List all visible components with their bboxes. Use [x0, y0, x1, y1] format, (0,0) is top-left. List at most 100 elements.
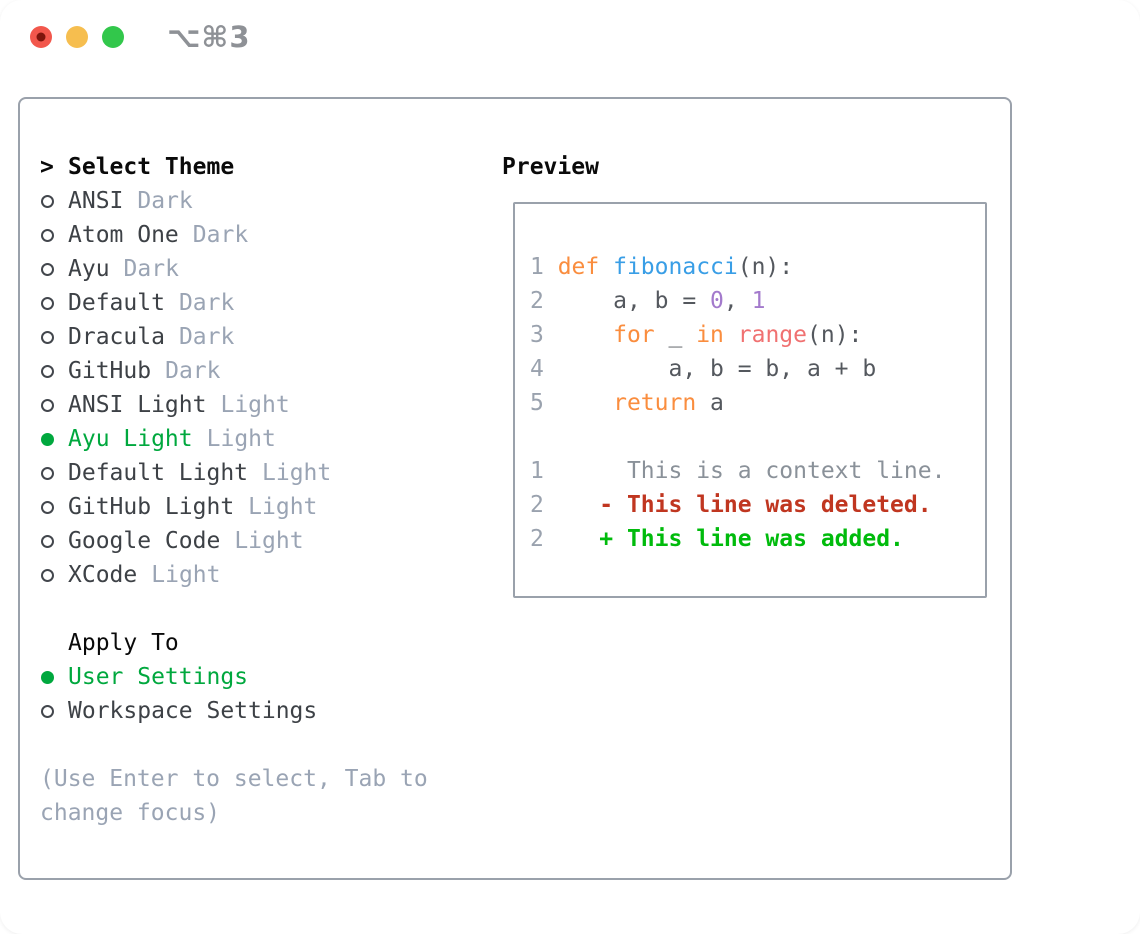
theme-name: Atom One: [68, 222, 179, 248]
theme-name: Default Light: [68, 460, 249, 486]
theme-option-ayu[interactable]: Ayu Dark: [40, 252, 428, 286]
radio-icon: [41, 364, 54, 378]
radio-icon: [41, 704, 54, 718]
close-button[interactable]: [30, 26, 52, 48]
recording-dot-icon: [36, 32, 46, 42]
theme-variant: Dark: [165, 358, 221, 384]
apply-option-workspace-settings[interactable]: Workspace Settings: [40, 694, 428, 728]
code-token: (n):: [737, 254, 794, 280]
code-token: 1: [751, 288, 766, 314]
minimize-button[interactable]: [66, 26, 88, 48]
radio-icon: [41, 228, 54, 242]
radio-icon: [41, 262, 54, 276]
theme-name: ANSI Light: [68, 392, 207, 418]
code-token: [599, 254, 613, 280]
theme-option-atom-one[interactable]: Atom One Dark: [40, 218, 428, 252]
code-token: [724, 322, 738, 348]
theme-variant: Light: [220, 392, 290, 418]
theme-name: GitHub: [68, 358, 152, 384]
traffic-lights: [30, 26, 124, 48]
line-number: 2: [530, 288, 558, 314]
line-number: 2: [530, 492, 600, 518]
code-token: (n):: [807, 322, 863, 348]
hint-line: (Use Enter to select, Tab to: [40, 766, 428, 792]
apply-option-user-settings[interactable]: User Settings: [40, 660, 428, 694]
diff-line-added: 2 + This line was added.: [530, 522, 985, 556]
code-token: fibonacci: [613, 254, 738, 280]
spacer-row: [40, 592, 428, 626]
radio-icon: [41, 330, 54, 344]
code-line: 4 a, b = b, a + b: [530, 352, 985, 386]
line-number: 5: [530, 390, 558, 416]
theme-variant: Dark: [192, 222, 249, 248]
theme-variant: Dark: [178, 290, 235, 316]
diff-text: This line was added.: [626, 526, 904, 552]
code-token: return: [613, 390, 697, 416]
theme-variant: Dark: [137, 188, 193, 214]
preview-title: Preview: [502, 154, 599, 180]
diff-marker: -: [599, 492, 627, 518]
cursor-icon: >: [40, 154, 54, 180]
code-token: a, b = b, a + b: [557, 356, 877, 382]
line-number: 1: [530, 254, 558, 280]
theme-option-default-light[interactable]: Default Light Light: [40, 456, 428, 490]
radio-icon: [41, 398, 54, 412]
zoom-button[interactable]: [102, 26, 124, 48]
spacer-row: [40, 728, 428, 762]
code-token: a: [696, 390, 724, 416]
radio-icon: [41, 194, 54, 208]
theme-option-github[interactable]: GitHub Dark: [40, 354, 428, 388]
apply-to-header: Apply To: [40, 626, 428, 660]
diff-line-deleted: 2 - This line was deleted.: [530, 488, 985, 522]
theme-option-xcode[interactable]: XCode Light: [40, 558, 428, 592]
apply-option-label: User Settings: [68, 664, 249, 690]
code-line: 2 a, b = 0, 1: [530, 284, 985, 318]
code-token: 0: [710, 288, 724, 314]
code-line: 5 return a: [530, 386, 985, 420]
theme-variant: Dark: [123, 256, 179, 282]
theme-name: Ayu Light: [68, 426, 193, 452]
code-line: 3 for _ in range(n):: [530, 318, 985, 352]
hint-line: change focus): [40, 800, 221, 826]
theme-variant: Light: [262, 460, 332, 486]
theme-variant: Light: [151, 562, 221, 588]
radio-selected-icon: [41, 670, 54, 684]
theme-variant: Light: [248, 494, 318, 520]
radio-icon: [41, 500, 54, 514]
radio-icon: [41, 466, 54, 480]
apply-to-label: Apply To: [68, 630, 179, 656]
line-number: 1: [530, 458, 600, 484]
select-theme-label: Select Theme: [68, 154, 235, 180]
theme-variant: Light: [206, 426, 276, 452]
theme-option-ayu-light[interactable]: Ayu Light Light: [40, 422, 428, 456]
line-number: 3: [530, 322, 558, 348]
select-theme-header: > Select Theme: [40, 150, 428, 184]
code-token: a, b =: [557, 288, 711, 314]
theme-name: XCode: [68, 562, 138, 588]
apply-option-label: Workspace Settings: [68, 698, 318, 724]
theme-name: Dracula: [68, 324, 165, 350]
diff-marker: [599, 458, 627, 484]
diff-text: This is a context line.: [626, 458, 946, 484]
theme-option-ansi-light[interactable]: ANSI Light Light: [40, 388, 428, 422]
window-title-shortcut: ⌥⌘3: [167, 20, 251, 54]
code-token: in: [696, 322, 724, 348]
theme-name: Ayu: [68, 256, 110, 282]
code-line: [530, 420, 985, 454]
theme-variant: Light: [234, 528, 304, 554]
code-token: [558, 322, 613, 348]
code-line: 1 def fibonacci(n):: [530, 250, 985, 284]
code-token: [558, 390, 613, 416]
